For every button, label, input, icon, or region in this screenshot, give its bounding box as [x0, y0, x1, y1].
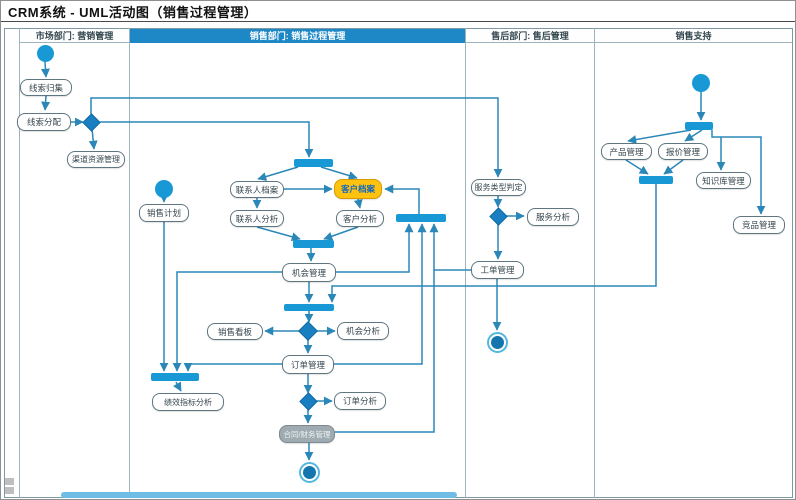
- activity-order-mgmt[interactable]: 订单管理: [282, 355, 334, 374]
- lane-header-aftersales[interactable]: 售后部门: 售后管理: [466, 29, 594, 43]
- activity-contract-finance[interactable]: 合同/财务管理: [279, 425, 335, 443]
- activity-contact-analysis[interactable]: 联系人分析: [230, 210, 284, 227]
- activity-product-mgmt[interactable]: 产品管理: [601, 143, 652, 160]
- activity-customer-archive[interactable]: 客户档案: [334, 179, 382, 199]
- join-bar-feedback[interactable]: [396, 214, 446, 222]
- activity-customer-analysis[interactable]: 客户分析: [336, 210, 384, 227]
- activity-opportunity-analysis[interactable]: 机会分析: [337, 322, 389, 340]
- start-node-sales[interactable]: [155, 180, 173, 198]
- title-bar: CRM系统 - UML活动图（销售过程管理）: [1, 1, 795, 22]
- lane-header-market[interactable]: 市场部门: 营销管理: [20, 29, 129, 43]
- activity-lead-collection[interactable]: 线索归集: [20, 79, 72, 96]
- activity-quote-mgmt[interactable]: 报价管理: [658, 143, 708, 160]
- activity-service-type[interactable]: 服务类型判定: [471, 179, 526, 196]
- join-bar-opportunity[interactable]: [284, 304, 334, 311]
- lane-header-sales[interactable]: 销售部门: 销售过程管理: [130, 29, 465, 43]
- start-node-marketing[interactable]: [37, 45, 54, 62]
- end-node-aftersales[interactable]: [487, 332, 508, 353]
- end-node-sales[interactable]: [299, 462, 320, 483]
- horizontal-scrollbar-thumb[interactable]: [61, 492, 457, 498]
- activity-contact-archive[interactable]: 联系人档案: [230, 181, 284, 198]
- pool-label-marks: [5, 487, 14, 494]
- activity-service-analysis[interactable]: 服务分析: [527, 208, 579, 226]
- start-node-support[interactable]: [692, 74, 710, 92]
- activity-sales-board[interactable]: 销售看板: [207, 323, 263, 340]
- join-bar-performance[interactable]: [151, 373, 199, 381]
- activity-workorder-mgmt[interactable]: 工单管理: [471, 261, 524, 279]
- activity-channel-resource-mgmt[interactable]: 渠道资源管理: [67, 151, 125, 168]
- page-title: CRM系统 - UML活动图（销售过程管理）: [8, 4, 258, 20]
- lane-header-support[interactable]: 销售支持: [595, 29, 792, 43]
- lane-divider: [594, 28, 595, 498]
- lane-divider: [19, 28, 20, 498]
- activity-kb-mgmt[interactable]: 知识库管理: [696, 172, 751, 189]
- activity-order-analysis[interactable]: 订单分析: [334, 392, 386, 410]
- activity-sales-plan[interactable]: 销售计划: [139, 204, 189, 222]
- join-bar-analysis[interactable]: [293, 240, 334, 248]
- lane-label-market: 市场部门: 营销管理: [35, 31, 114, 41]
- lane-label-sales: 销售部门: 销售过程管理: [249, 31, 346, 41]
- swimlane-pool: [4, 28, 793, 498]
- fork-bar-archive[interactable]: [294, 159, 333, 167]
- fork-bar-support[interactable]: [685, 122, 713, 130]
- lane-divider: [129, 28, 130, 498]
- end-node-dot: [491, 336, 504, 349]
- lane-label-support: 销售支持: [675, 31, 712, 41]
- join-bar-support[interactable]: [639, 176, 673, 184]
- activity-opportunity-mgmt[interactable]: 机会管理: [282, 263, 336, 282]
- activity-performance-analysis[interactable]: 绩效指标分析: [152, 393, 224, 411]
- pool-label-marks: [5, 478, 14, 485]
- activity-competitor-mgmt[interactable]: 竞品管理: [733, 216, 785, 234]
- activity-lead-assignment[interactable]: 线索分配: [17, 113, 71, 131]
- end-node-dot: [303, 466, 316, 479]
- lane-label-aftersales: 售后部门: 售后管理: [491, 31, 569, 41]
- lane-divider: [465, 28, 466, 498]
